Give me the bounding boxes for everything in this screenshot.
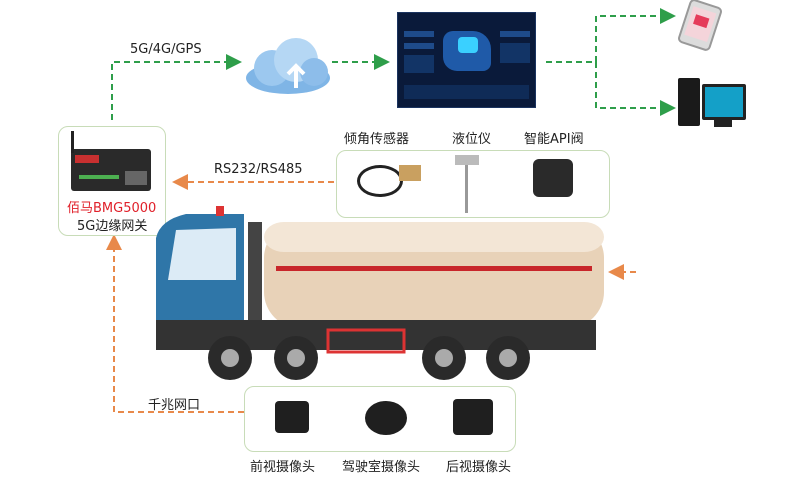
- camera-label-front: 前视摄像头: [250, 460, 316, 475]
- camera-label-rear: 后视摄像头: [446, 460, 512, 475]
- ethernet-link-line: [106, 234, 244, 413]
- gateway-box: 佰马BMG5000 5G边缘网关: [58, 126, 166, 236]
- gateway-desc: 5G边缘网关: [77, 219, 148, 234]
- tilt-sensor: [357, 165, 403, 197]
- sensor-label-level: 液位仪: [452, 132, 492, 147]
- ethernet-link-label: 千兆网口: [148, 398, 201, 413]
- level-gauge: [455, 155, 479, 165]
- desktop-pc-icon: [678, 78, 700, 126]
- dashboard-to-pc-line: [595, 62, 676, 116]
- rear-camera: [453, 399, 493, 435]
- sensors-box: [336, 150, 610, 218]
- api-valve: [533, 159, 573, 197]
- cabin-camera: [365, 401, 407, 435]
- dashboard-screen: [397, 12, 536, 108]
- router-device: [71, 149, 151, 191]
- camera-label-cabin: 驾驶室摄像头: [342, 460, 421, 475]
- cameras-box: [244, 386, 516, 452]
- dashboard-to-phone-line: [546, 8, 676, 63]
- wireless-link-label: 5G/4G/GPS: [130, 42, 202, 57]
- front-camera: [275, 401, 309, 433]
- gateway-name: 佰马BMG5000: [67, 201, 157, 216]
- sensor-label-valve: 智能API阀: [524, 132, 584, 147]
- sensor-label-tilt: 倾角传感器: [344, 132, 410, 147]
- wireless-link-line: [111, 54, 242, 120]
- serial-link-label: RS232/RS485: [214, 162, 303, 177]
